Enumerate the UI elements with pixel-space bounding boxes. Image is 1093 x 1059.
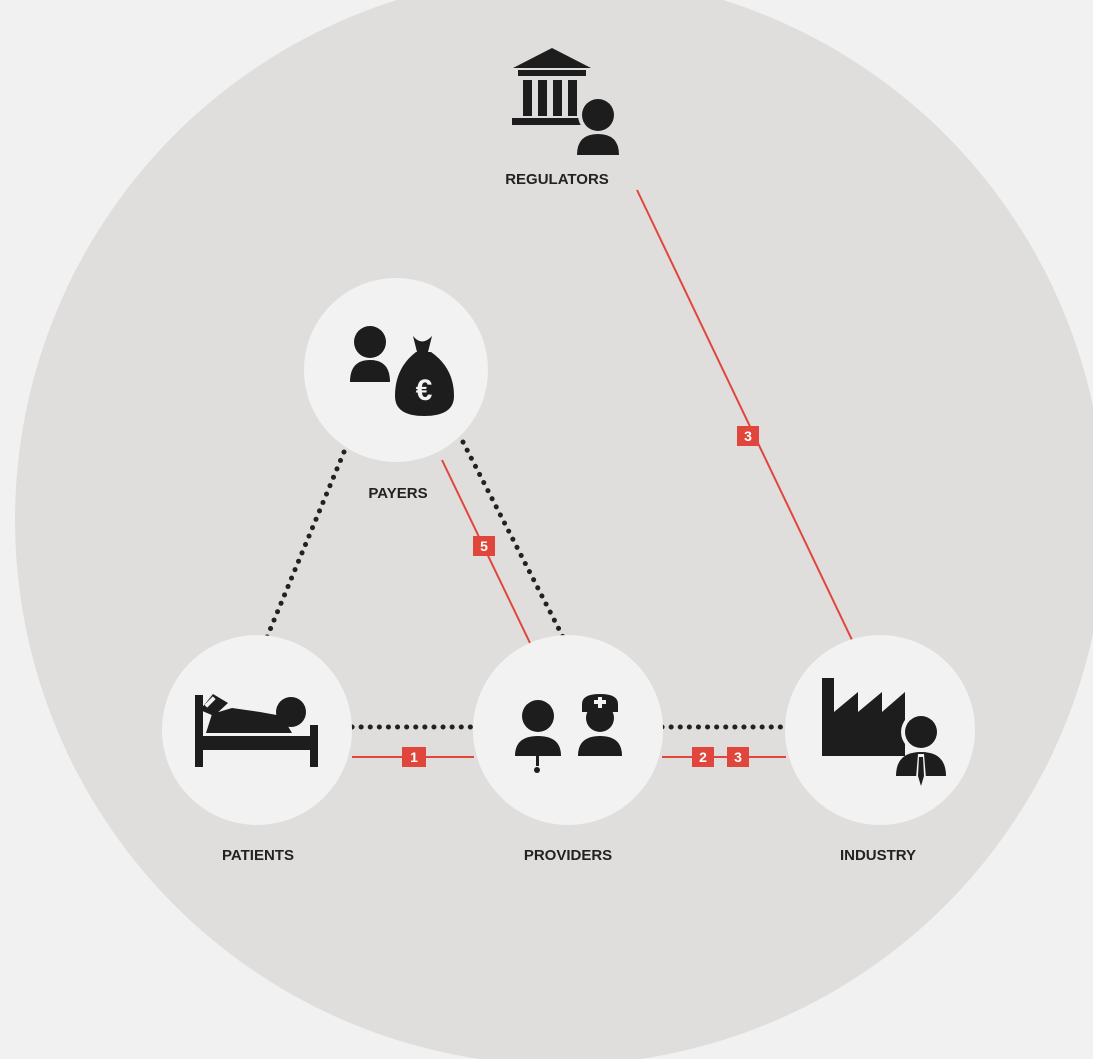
providers-circle — [473, 635, 663, 825]
dotted-link-payers-patients — [264, 449, 347, 640]
government-building-person-icon — [512, 48, 619, 155]
badge-label: 2 — [699, 749, 707, 765]
node-patients — [162, 635, 352, 825]
dotted-links — [264, 439, 789, 730]
payers-circle — [304, 278, 488, 462]
badge-providers-industry-1: 2 — [692, 747, 714, 767]
badge-label: 3 — [734, 749, 742, 765]
node-payers: € — [304, 278, 488, 462]
regulators-label: REGULATORS — [505, 171, 609, 188]
badge-providers-industry-2: 3 — [727, 747, 749, 767]
patients-label: PATIENTS — [222, 847, 294, 864]
person-euro-moneybag-icon — [350, 326, 454, 416]
factory-businessman-icon — [822, 678, 946, 790]
node-regulators — [512, 48, 619, 155]
node-providers — [473, 635, 663, 825]
badge-label: 1 — [410, 749, 418, 765]
badge-label: 3 — [744, 428, 752, 444]
outer-circle — [15, 0, 1093, 1059]
badge-regulators-industry: 3 — [737, 426, 759, 446]
badge-payers-providers: 5 — [473, 536, 495, 556]
badge-label: 5 — [480, 538, 488, 554]
industry-label: INDUSTRY — [840, 847, 916, 864]
providers-label: PROVIDERS — [524, 847, 612, 864]
badge-patients-providers: 1 — [402, 747, 426, 767]
red-link-regulators-industry — [636, 189, 854, 643]
euro-sign: € — [416, 374, 433, 407]
payers-label: PAYERS — [368, 485, 427, 502]
node-industry — [785, 635, 975, 825]
patient-in-bed-icon — [195, 694, 318, 767]
dotted-link-payers-providers — [460, 439, 566, 640]
doctor-nurse-icon — [515, 694, 622, 773]
